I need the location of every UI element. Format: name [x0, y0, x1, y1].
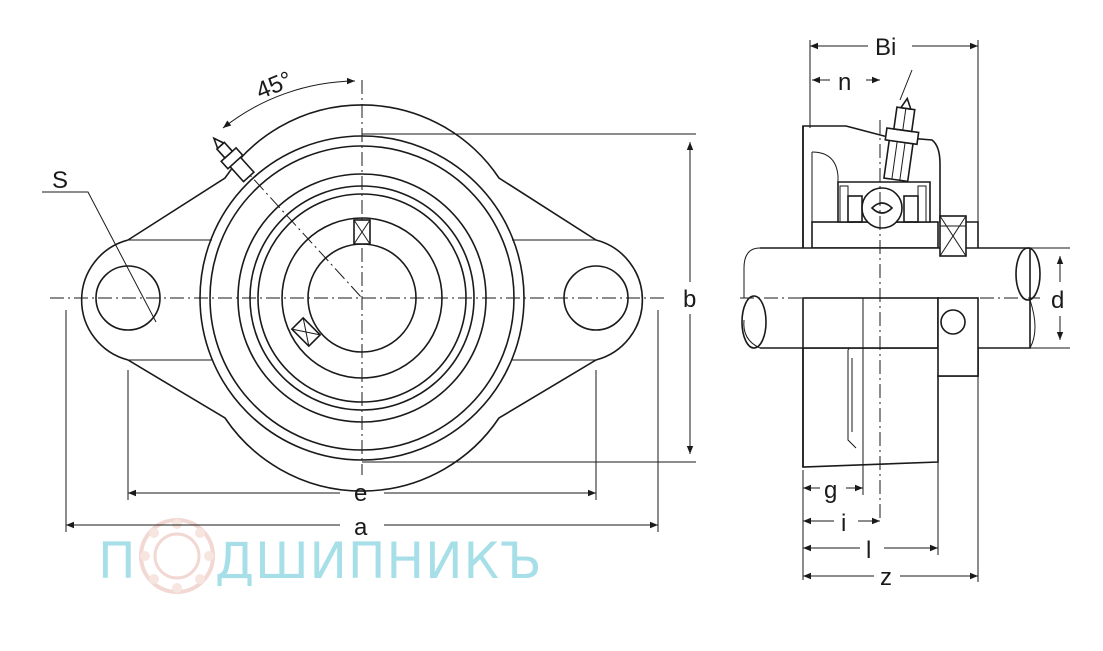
n-label: n: [838, 69, 851, 96]
outer-ring-right: [917, 185, 927, 223]
angle-label: 45°: [252, 66, 296, 105]
d-label: d: [1051, 287, 1064, 314]
bi-label: Bi: [875, 34, 896, 61]
watermark-bearing-icon: [139, 518, 215, 594]
right-bolt-hole: [563, 265, 629, 331]
housing-lower-over-shaft: [802, 297, 939, 349]
angle-arc: [222, 77, 356, 129]
bearing-outer-ring: [237, 173, 487, 423]
l-label: l: [866, 537, 871, 564]
housing-outer-circle: [199, 135, 525, 461]
b-label: b: [683, 286, 696, 313]
set-screw-lower: [290, 316, 322, 348]
g-label: g: [824, 477, 837, 504]
bi-leader: [899, 69, 913, 101]
inner-ring-outer: [281, 217, 443, 379]
shaft-right-end: [1029, 299, 1036, 349]
grease-nipple-side: [883, 96, 920, 183]
i-label: i: [841, 510, 846, 537]
side-view: Bi n d g i l z: [740, 34, 1070, 591]
grease-nipple-axis: [237, 161, 363, 299]
shaft-right-section: [1015, 247, 1041, 301]
bearing-seal-ring: [249, 185, 475, 411]
shaft-left-section: [741, 295, 767, 349]
outer-ring-left: [839, 185, 849, 223]
shaft-left-top: [743, 247, 761, 298]
z-label: z: [880, 564, 892, 591]
a-label: a: [354, 514, 368, 541]
shaft-left-bottom: [743, 319, 761, 349]
ball: [861, 187, 903, 229]
bearing-seal-inner: [257, 193, 467, 403]
watermark-logo: П ДШИПНИКЪ: [98, 518, 543, 594]
s-leader-line: [42, 191, 157, 323]
watermark-text-end: ДШИПНИКЪ: [215, 532, 543, 590]
front-view: 45° S b e a: [42, 66, 696, 541]
collar-hole: [940, 309, 966, 335]
housing-rim-circle: [209, 145, 515, 451]
s-label: S: [52, 167, 68, 194]
collar-lower: [937, 297, 979, 377]
left-bolt-hole: [95, 265, 161, 331]
housing-curve: [811, 151, 839, 198]
grease-nipple-front: [212, 136, 256, 183]
ball-detail: [870, 202, 894, 214]
watermark-text-start: П: [98, 532, 137, 590]
e-label: e: [354, 480, 367, 507]
